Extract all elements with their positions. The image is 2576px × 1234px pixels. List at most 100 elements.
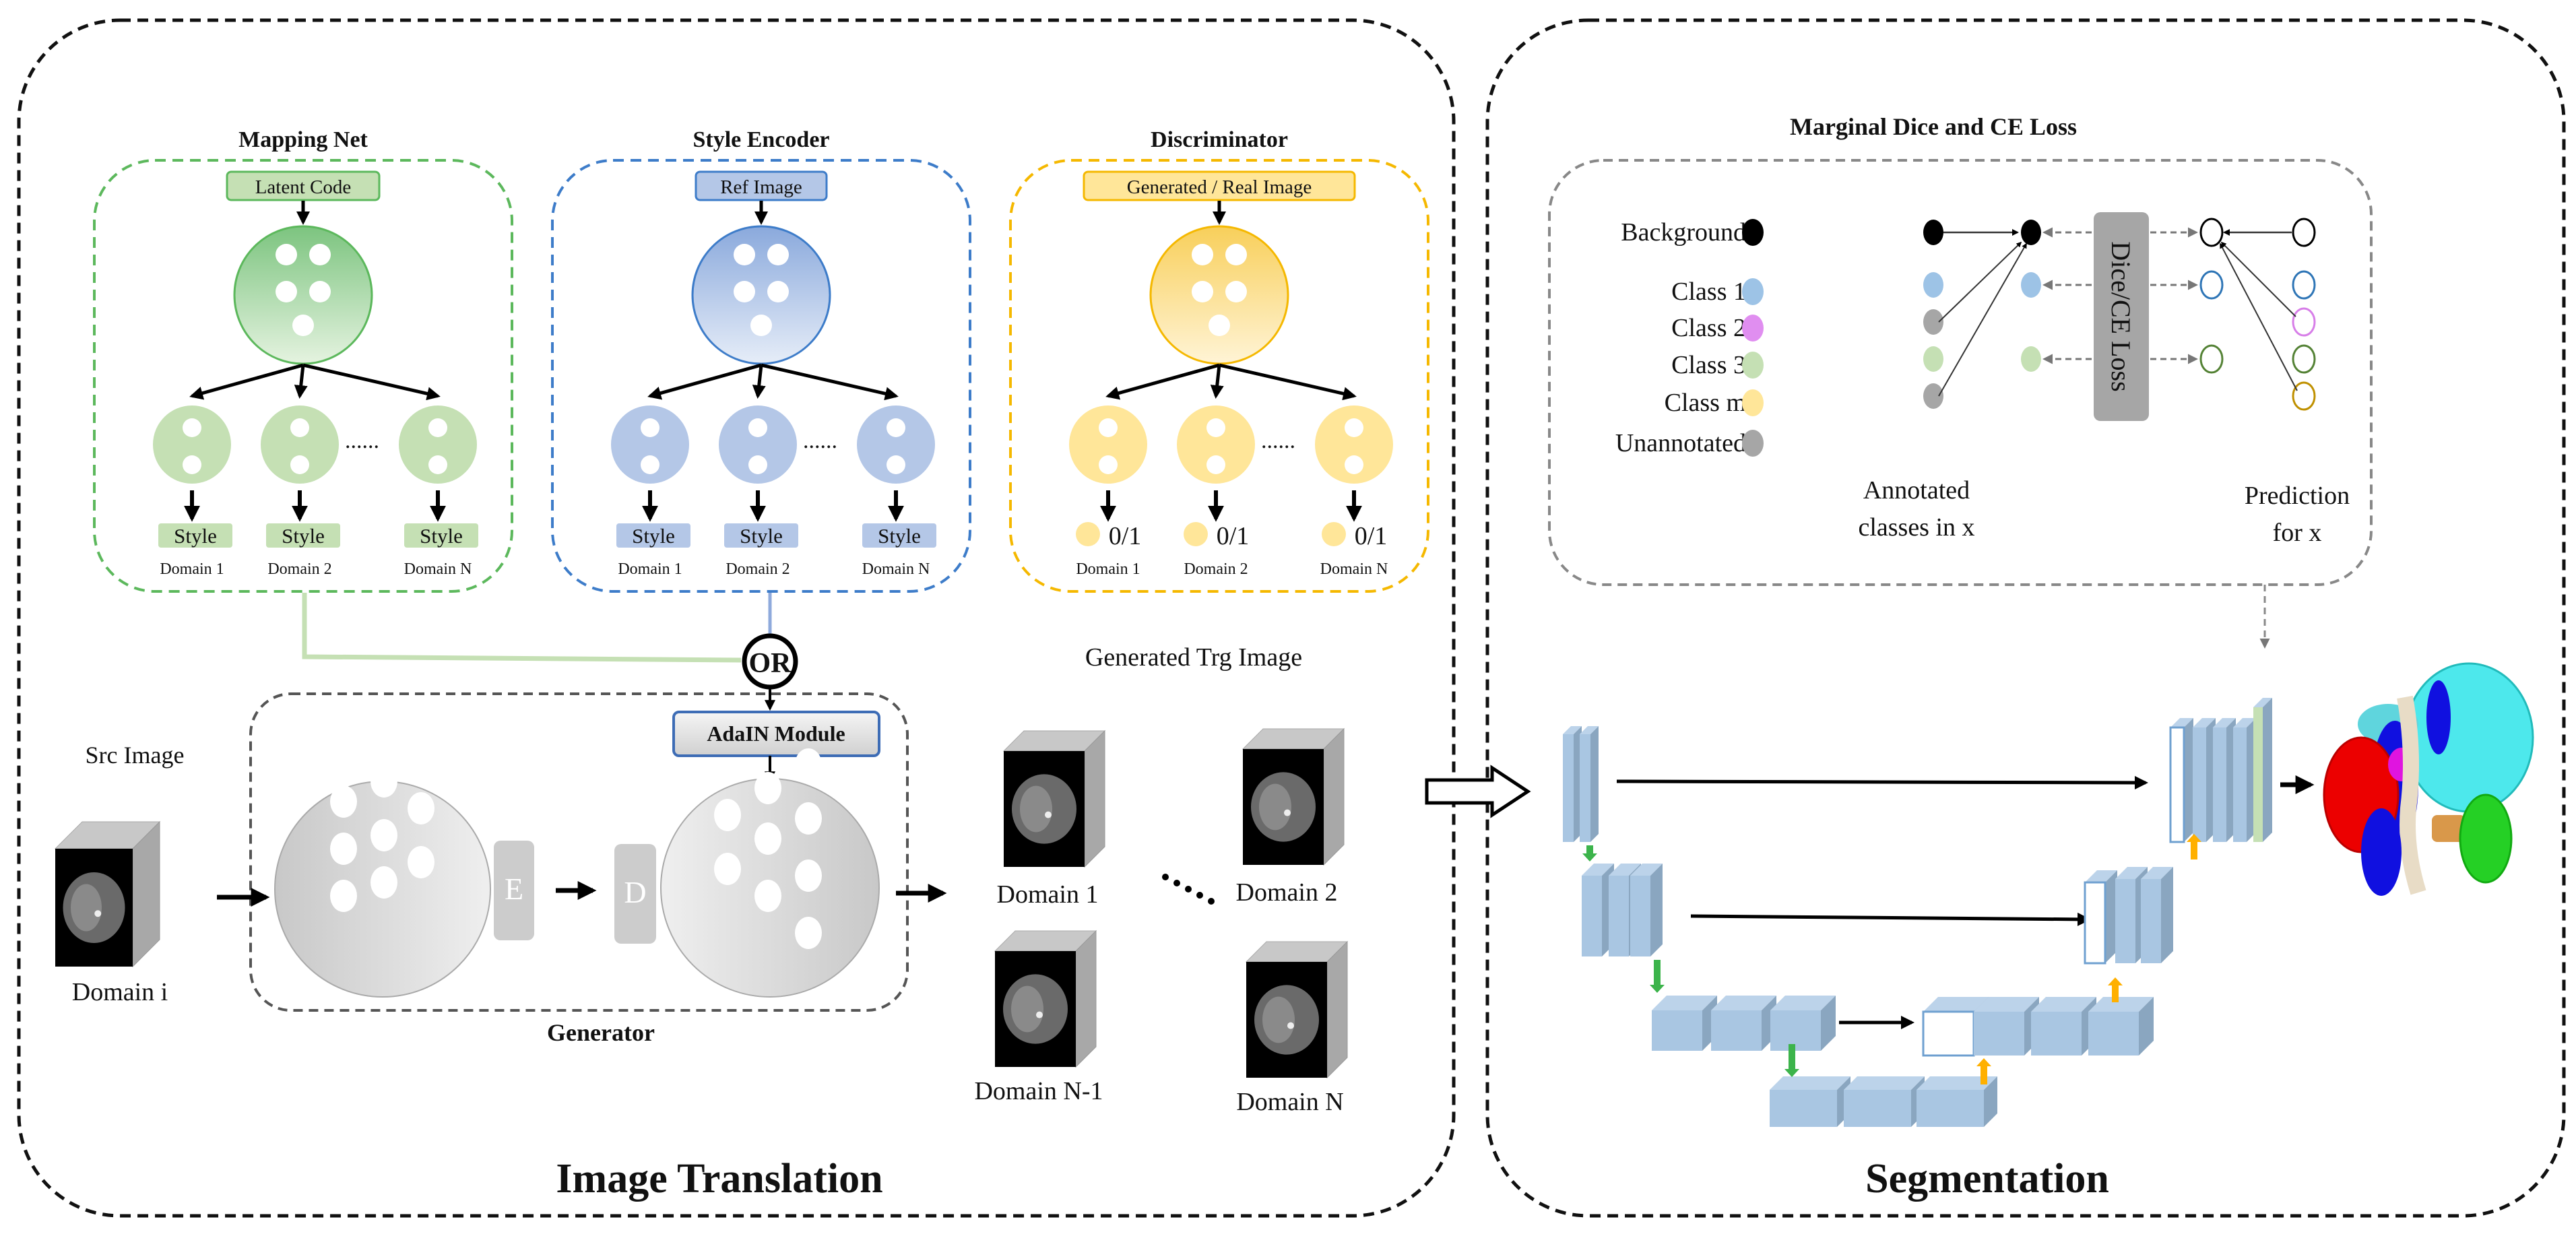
dice-ce-loss-label: Dice/CE Loss [2106,241,2136,391]
generated-domain-label: Domain 1 [997,880,1099,909]
legend-label: Class 3 [1671,351,1746,379]
domain-label: Domain 1 [160,560,224,578]
feature-map-block [1563,726,1582,842]
domain-label: Domain 2 [1184,560,1248,578]
prediction-node [2292,270,2316,300]
generator-title: Generator [547,1019,655,1046]
style-output-label: Style [878,524,921,548]
mapping-net-branch-node [399,405,477,484]
annotated-label-2: classes in x [1858,513,1974,542]
style-output-label: Style [282,524,325,548]
upsample-arrow [2108,977,2123,1002]
dice-ce-loss-box [2094,212,2149,421]
style-encoder-input-box [695,170,828,201]
prediction-node [2292,344,2316,374]
decoder-block [614,844,656,944]
discriminator-branch-node [1069,405,1147,484]
legend-swatch [1742,278,1764,305]
legend-swatch [1742,219,1764,246]
generated-image-3 [994,930,1097,1068]
mapping-net-title: Mapping Net [238,127,368,152]
feature-map-block [2088,997,2154,1056]
downsample-arrow [1582,845,1597,862]
downsample-arrow [1650,960,1665,993]
feature-map-block [1580,726,1599,842]
legend-label: Class m [1665,389,1746,417]
annotated-class-node [1923,309,1943,335]
feature-map-block [2213,718,2236,842]
generated-image-4 [1245,940,1349,1079]
src-domain-label: Domain i [72,978,168,1006]
image-translation-title: Image Translation [556,1156,882,1202]
feature-map-block [1652,996,1717,1051]
annotated-class-node [1923,383,1943,409]
domain-label: Domain N [1320,560,1388,578]
legend-label: Unannotated [1615,429,1746,457]
upsample-arrow [1976,1058,1991,1084]
style-encoder-branch-node [857,405,935,484]
segmentation-title: Segmentation [1865,1156,2109,1202]
mapping-net-input-label: Latent Code [255,176,352,198]
upsample-arrow [2187,834,2201,859]
style-output-label: Style [174,524,217,548]
mapping-net-box [93,159,513,593]
src-image-label: Src Image [86,742,185,769]
discriminator-branch-node [1177,405,1255,484]
legend-swatch [1742,389,1764,416]
encoder-label: E [505,872,523,906]
style-encoder-branch-node [719,405,797,484]
segmentation-panel [1485,18,2566,1218]
feature-map-block [2141,867,2173,963]
generated-title: Generated Trg Image [1085,643,1302,672]
ellipsis: ...... [345,428,379,453]
style-output-box [266,523,340,548]
feature-map-block [1770,1076,1850,1127]
domain-label: Domain N [404,560,472,578]
annotated-class-node [1923,272,1943,298]
mapping-net-branch-node [261,405,339,484]
feature-map-block [1844,1076,1925,1127]
loss-box [1548,159,2373,586]
legend-label: Class 2 [1671,314,1746,342]
merged-prediction-node [2199,218,2224,247]
feature-map-block [2233,718,2256,842]
feature-map-block [1974,997,2039,1056]
adain-label: AdaIN Module [707,721,845,746]
feature-map-block [1922,997,1989,1057]
domain-label: Domain 1 [618,560,682,578]
generated-domain-label: Domain 2 [1236,878,1338,907]
mapping-net-input-box [226,170,381,201]
src-image [54,820,161,968]
downsample-arrow [1784,1044,1799,1077]
discriminator-input-label: Generated / Real Image [1127,176,1312,198]
prediction-label-2: for x [2273,519,2322,547]
style-encoder-branch-node [611,405,689,484]
generator-box [249,692,909,1012]
segmentation-output-render [2323,662,2534,896]
mapping-net-branch-node [153,405,231,484]
style-output-label: Style [632,524,675,548]
legend-label: Class 1 [1671,278,1746,306]
merged-prediction-node [2199,270,2224,300]
discriminator-box [1009,159,1429,593]
decision-node [1184,522,1208,546]
generated-domain-label: Domain N-1 [974,1077,1103,1105]
legend-swatch [1742,430,1764,457]
merged-class-node [2021,220,2041,245]
ellipsis: ...... [1261,428,1295,453]
style-output-box [862,523,936,548]
feature-map-block [1630,864,1663,956]
prediction-node [2292,381,2316,411]
mapping-net-main-node [233,225,373,365]
generated-domain-label: Domain N [1236,1088,1343,1116]
domain-label: Domain N [862,560,930,578]
style-output-box [724,523,798,548]
feature-map-block [2169,718,2193,843]
style-output-box [616,523,690,548]
discriminator-input-box [1083,170,1356,201]
feature-map-block [1609,864,1641,956]
domain-label: Domain 2 [726,560,790,578]
decoder-label: D [624,875,646,909]
